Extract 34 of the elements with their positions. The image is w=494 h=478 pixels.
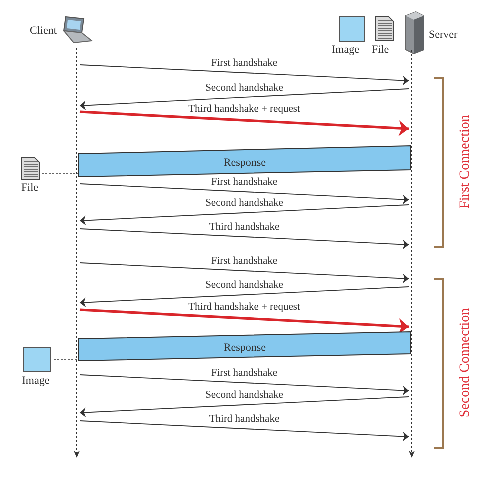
message-label: First handshake (210, 256, 279, 267)
actor-label: Server (429, 29, 458, 41)
message-arrow (80, 286, 410, 308)
message-label: Second handshake (204, 390, 284, 401)
message-label: First handshake (210, 177, 279, 188)
icon-label: File (20, 182, 40, 194)
message-arrow (80, 262, 410, 284)
icon-label: Image (21, 375, 51, 387)
message-arrow (80, 374, 410, 396)
message-arrow (80, 64, 410, 86)
message-label: Third handshake + request (188, 104, 302, 114)
message-label: Second handshake (204, 198, 284, 209)
message-label: First handshake (210, 58, 279, 69)
band-label: Response (222, 342, 268, 354)
message-label: Second handshake (204, 82, 284, 94)
message-label: Third handshake (208, 222, 281, 233)
message-label: Second handshake (204, 280, 284, 291)
message-arrow (80, 228, 410, 250)
icon-label: Image (332, 44, 360, 56)
message-label: Third handshake + request (188, 302, 302, 312)
message-label: First handshake (210, 368, 279, 379)
message-arrow (80, 396, 410, 418)
message-arrow (80, 204, 410, 226)
actor-label: Client (30, 25, 57, 37)
message-arrow (80, 420, 410, 442)
message-arrow (80, 88, 410, 111)
message-label: Third handshake (208, 414, 281, 425)
icon-label: File (372, 44, 390, 56)
message-arrow (80, 110, 410, 136)
connection-label: Second Connection (458, 308, 474, 418)
band-label: Response (222, 156, 268, 168)
message-arrow (80, 308, 410, 334)
connection-label: First Connection (458, 115, 474, 209)
message-arrow (80, 184, 410, 205)
